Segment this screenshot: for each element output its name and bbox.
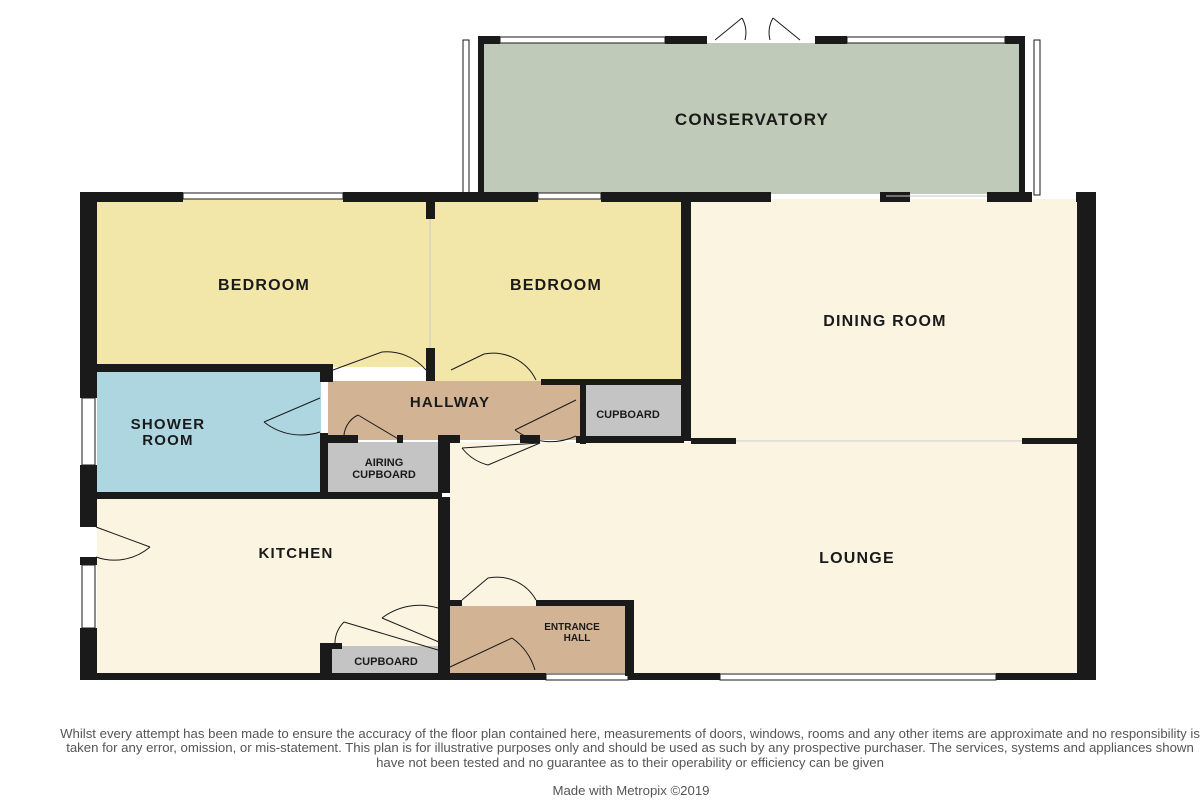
entrance-hall-fill: [450, 606, 628, 673]
kitchen-cupboard-fill: [328, 646, 438, 673]
conservatory-fill: [482, 43, 1021, 194]
floor-plan: CONSERVATORY BEDROOM BEDROOM DINING ROOM…: [80, 17, 1096, 681]
bedroom-right-fill: [430, 199, 682, 381]
hall-cupboard-fill: [580, 384, 681, 438]
conservatory-walls: [478, 36, 1025, 196]
shower-room-label-line2: ROOM: [142, 432, 193, 449]
hallway-fill: [328, 381, 580, 440]
kitchen-fill: [97, 498, 438, 673]
conservatory-french-doors: [714, 17, 801, 41]
interior-partitions: [429, 195, 1022, 442]
hall-cupboard-label: CUPBOARD: [596, 409, 660, 421]
conservatory-label: CONSERVATORY: [675, 110, 829, 129]
conservatory-windows: [462, 36, 1041, 196]
kitchen-label: KITCHEN: [258, 545, 333, 562]
kitchen-cupboard-label: CUPBOARD: [354, 656, 418, 668]
bedroom-right-label: BEDROOM: [510, 277, 602, 294]
airing-cupboard-fill: [328, 442, 438, 492]
exterior-walls: [80, 192, 1096, 680]
entrance-hall-label-line2: HALL: [564, 633, 591, 644]
airing-cupboard-label-line2: CUPBOARD: [352, 469, 416, 481]
shower-room-fill: [97, 370, 321, 493]
entrance-hall-label-line1: ENTRANCE: [544, 622, 600, 633]
bedroom-left-label: BEDROOM: [218, 277, 310, 294]
metropix-credit: Made with Metropix ©2019: [552, 783, 710, 798]
exterior-windows: [81, 192, 997, 681]
dining-room-label: DINING ROOM: [823, 313, 946, 330]
lounge-label: LOUNGE: [819, 550, 895, 567]
interior-walls: [97, 199, 1077, 678]
disclaimer-text: Whilst every attempt has been made to en…: [60, 726, 1200, 770]
dining-room-fill: [691, 199, 1077, 441]
shower-room-label-line1: SHOWER: [131, 416, 206, 433]
hallway-label: HALLWAY: [410, 394, 490, 411]
bedroom-left-fill: [97, 199, 430, 367]
airing-cupboard-label-line1: AIRING: [365, 457, 404, 469]
door-swings: [263, 351, 577, 671]
kitchen-side-door: [95, 526, 151, 561]
